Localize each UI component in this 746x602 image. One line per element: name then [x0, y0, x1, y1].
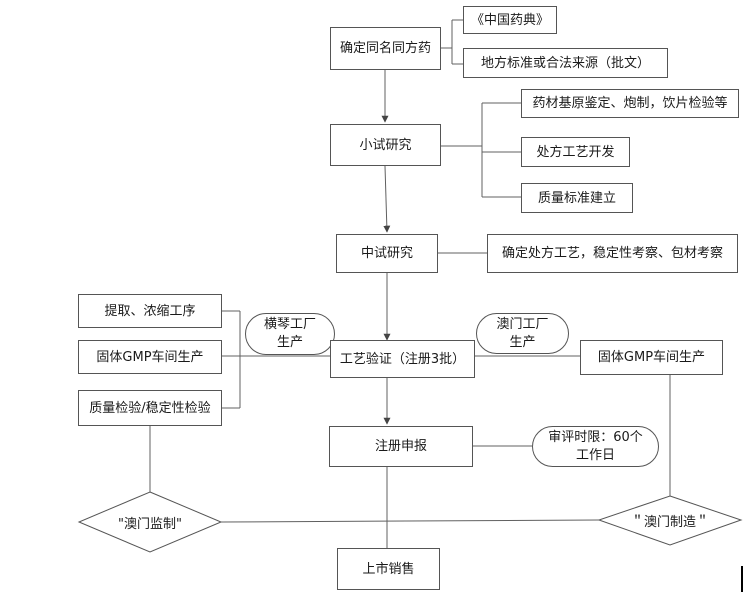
bracket-small-test — [441, 102, 521, 198]
macau-factory-line2: 生产 — [509, 334, 536, 350]
node-mid-test: 中试研究 — [336, 234, 438, 273]
node-gmp-right: 固体GMP车间生产 — [580, 340, 723, 375]
hengqin-line1: 横琴工厂 — [263, 317, 316, 332]
diamond-macau-made — [597, 495, 743, 546]
node-market: 上市销售 — [337, 548, 440, 590]
node-quality-std: 质量标准建立 — [521, 183, 633, 213]
review-line1: 审评时限：60个 — [548, 429, 643, 445]
label-macau-supervision: "澳门监制" — [118, 516, 182, 532]
node-small-test: 小试研究 — [330, 124, 441, 166]
node-local-standard: 地方标准或合法来源（批文） — [463, 48, 668, 78]
bracket-left-group — [222, 310, 241, 409]
node-quality-check: 质量检验/稳定性检验 — [78, 390, 222, 426]
node-identification: 药材基原鉴定、炮制，饮片检验等 — [521, 89, 739, 118]
node-same-name: 确定同名同方药 — [330, 27, 441, 70]
node-process-dev: 处方工艺开发 — [521, 137, 630, 167]
bracket-sources — [441, 19, 463, 65]
node-validation: 工艺验证（注册3批） — [330, 340, 475, 378]
hengqin-line2: 生产 — [276, 335, 303, 350]
node-gmp-left: 固体GMP车间生产 — [78, 340, 222, 374]
node-registration: 注册申报 — [329, 426, 473, 467]
node-pharmacopoeia: 《中国药典》 — [463, 6, 557, 34]
macau-factory-line1: 澳门工厂 — [496, 316, 549, 332]
node-macau-factory: 澳门工厂生产 — [476, 313, 569, 354]
label-macau-made: ＂澳门制造＂ — [630, 514, 709, 530]
arrow-small-to-mid — [383, 165, 391, 233]
node-confirm-process: 确定处方工艺，稳定性考察、包材考察 — [487, 234, 738, 273]
edge-mark — [741, 566, 743, 592]
review-line2: 工作日 — [575, 447, 615, 463]
node-hengqin-factory: 横琴工厂生产 — [245, 313, 335, 355]
line-diamonds — [220, 519, 600, 523]
node-extraction: 提取、浓缩工序 — [78, 294, 222, 328]
node-review-time: 审评时限：60个工作日 — [532, 426, 659, 467]
diamond-macau-supervision — [77, 491, 223, 553]
